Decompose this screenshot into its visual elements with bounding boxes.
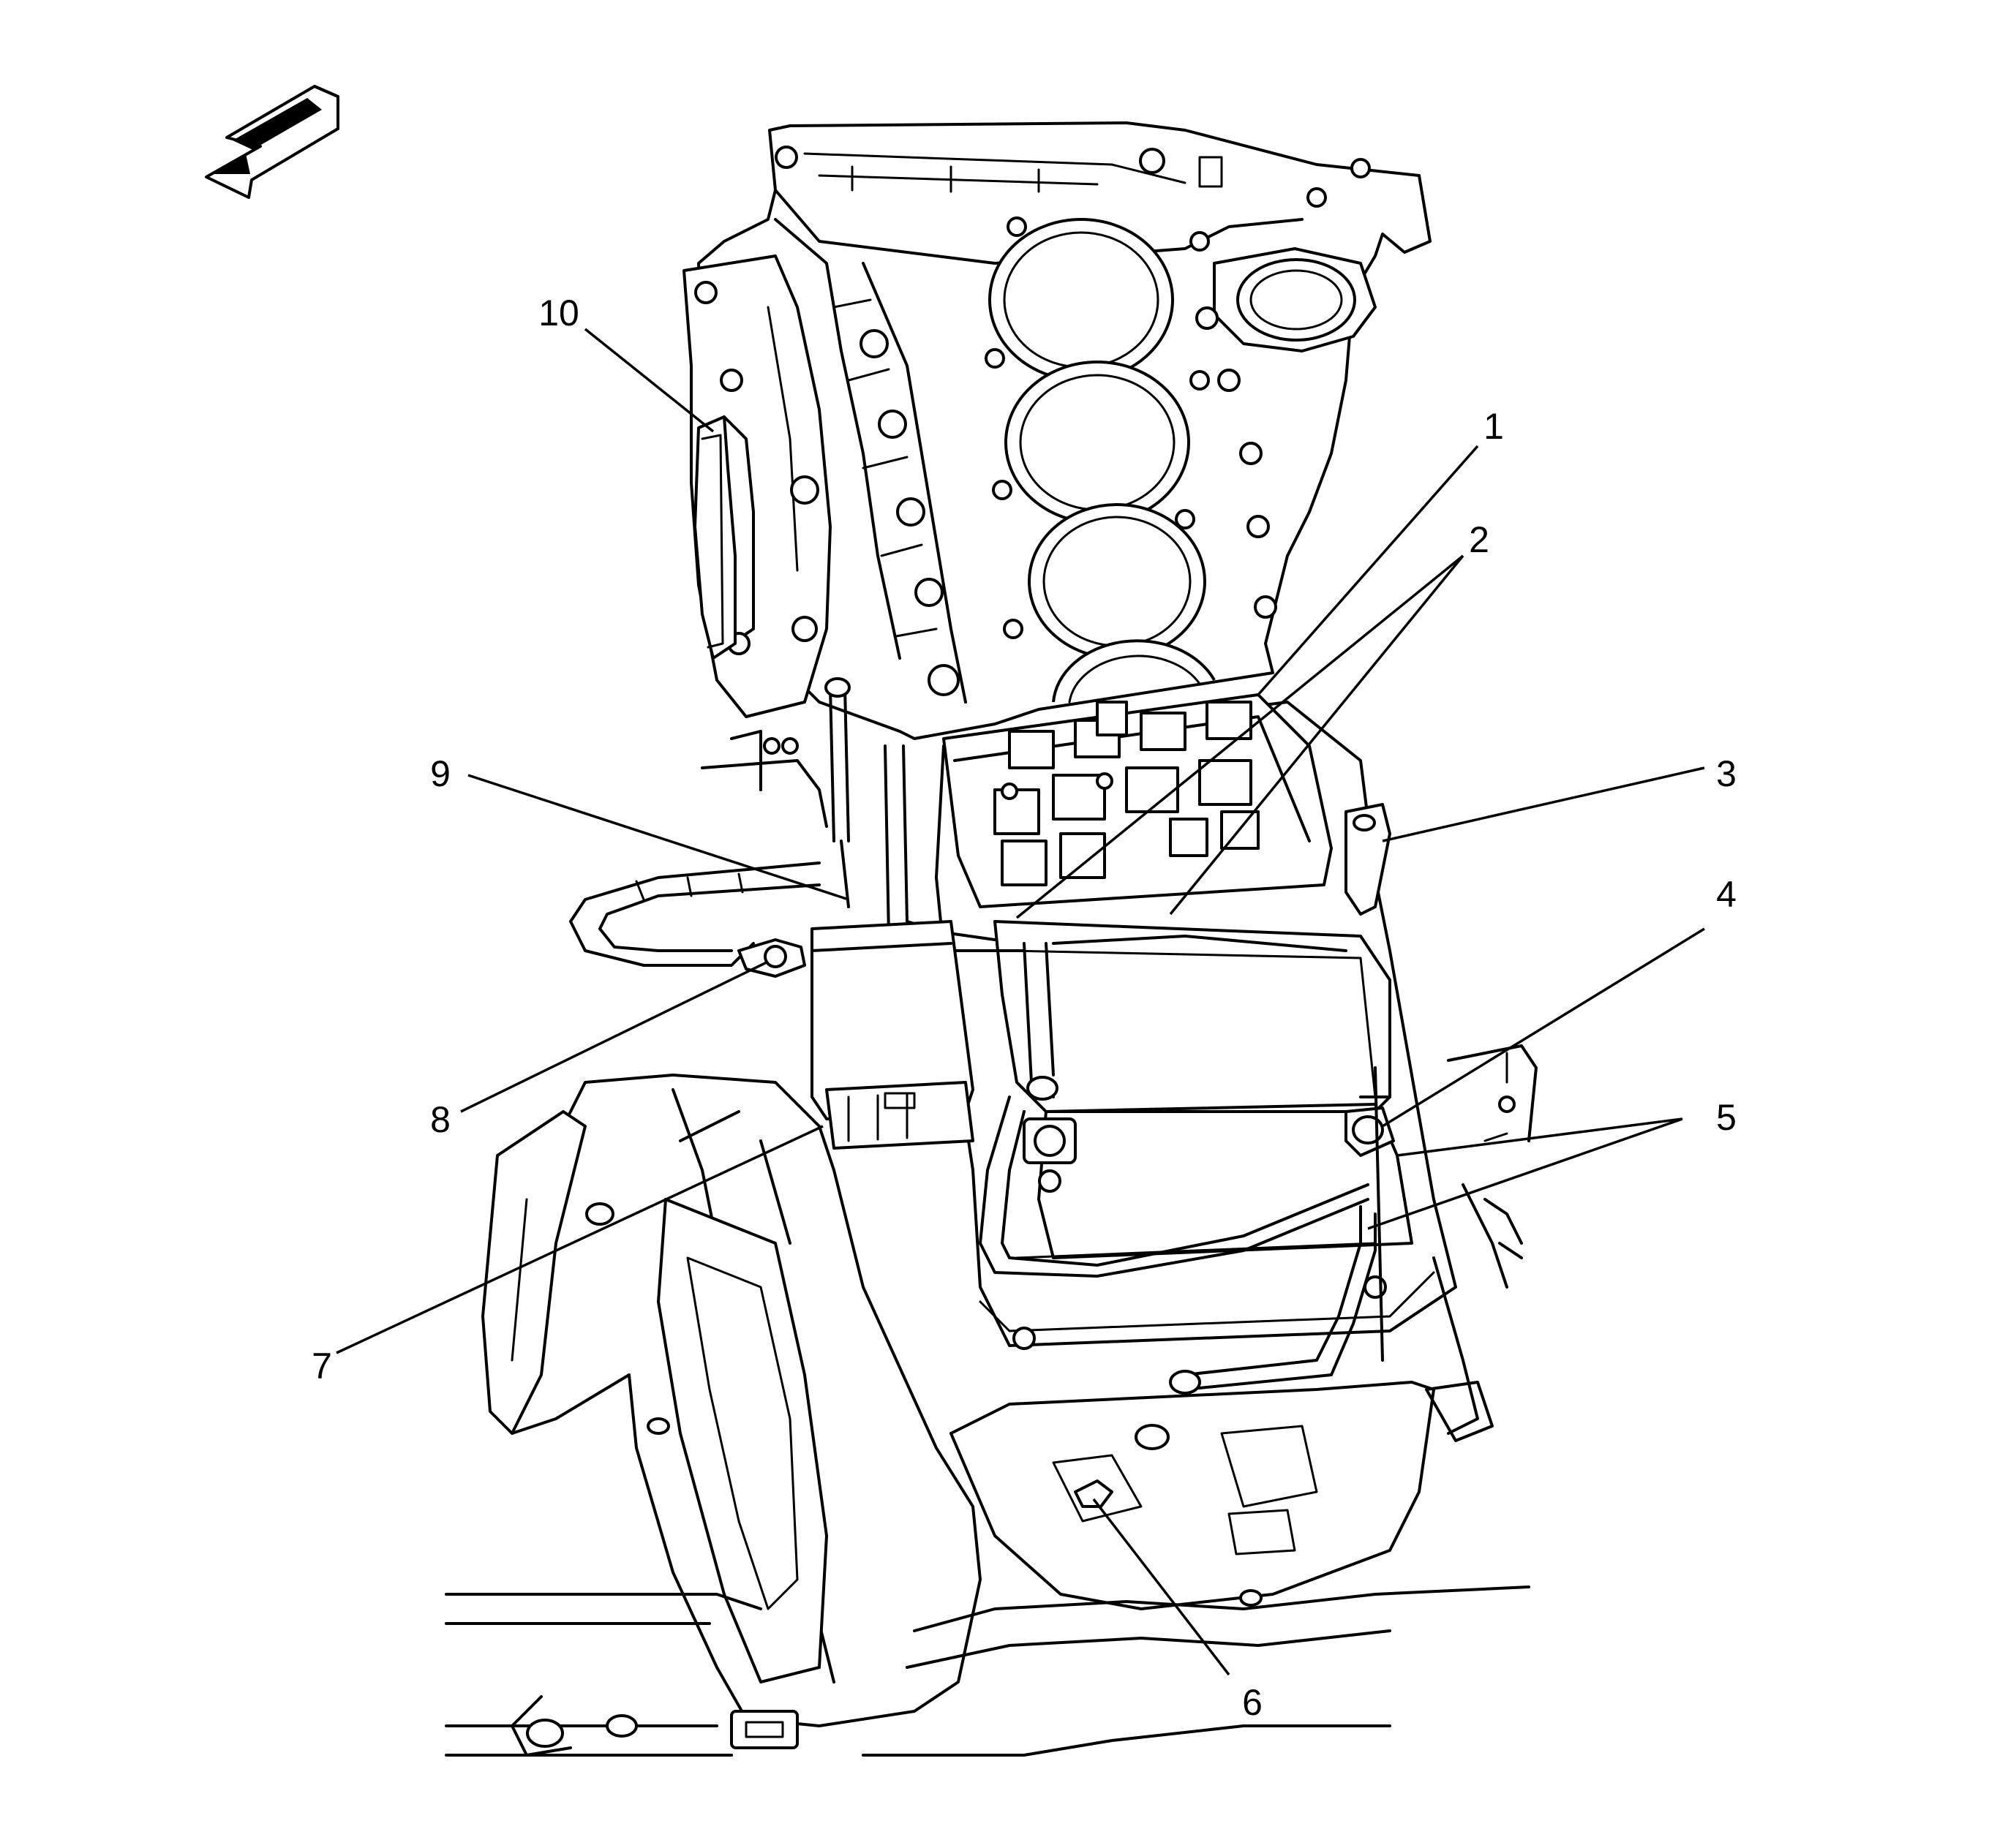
callout-4: 4: [1716, 874, 1737, 915]
wiring-harness: [569, 730, 828, 967]
fuse-block: [942, 693, 1333, 908]
leader-lines: [336, 328, 1705, 1676]
callout-3: 3: [1716, 753, 1737, 794]
callout-7: 7: [312, 1346, 332, 1387]
callout-8: 8: [430, 1099, 451, 1140]
callout-10: 10: [538, 293, 579, 333]
control-module: [810, 920, 974, 1150]
left-engine-cover: [682, 254, 832, 718]
front-body-structure: [445, 803, 1538, 1757]
battery: [993, 920, 1413, 1259]
callout-labels: 1 2 3 4 5 6 7 8 9 10: [312, 293, 1737, 1723]
callout-5: 5: [1716, 1097, 1737, 1138]
callout-2: 2: [1469, 519, 1489, 560]
forward-direction-arrow-icon: [205, 85, 339, 199]
callout-6: 6: [1242, 1682, 1263, 1723]
cylinder-bores: [988, 218, 1216, 704]
callout-1: 1: [1483, 406, 1504, 447]
negative-terminal: [1023, 1117, 1077, 1193]
callout-9: 9: [430, 753, 451, 794]
